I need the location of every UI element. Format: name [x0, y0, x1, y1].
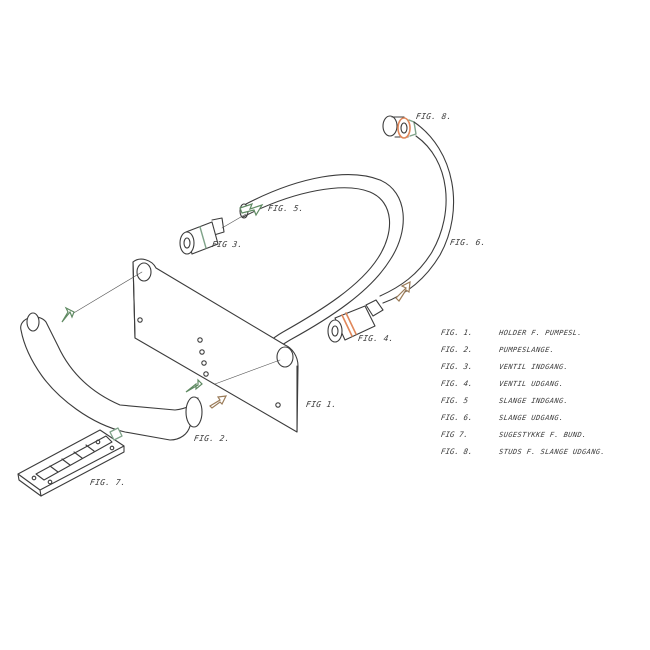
callout-fig2: FIG. 2. [193, 434, 231, 443]
inlet-hose-fig5 [239, 174, 404, 353]
legend-row: FIG. 6. SLANGE UDGANG. [440, 409, 641, 426]
legend-desc: SLANGE UDGANG. [498, 413, 565, 422]
arrow-pump-hose-inlet [185, 378, 203, 393]
suction-piece-fig7 [17, 427, 125, 497]
parts-legend: FIG. 1. HOLDER F. PUMPESL. FIG. 2. PUMPE… [440, 324, 641, 460]
legend-fig: FIG. 5 [440, 396, 469, 405]
legend-desc: HOLDER F. PUMPESL. [498, 328, 583, 337]
callout-fig6: FIG. 6. [449, 238, 487, 247]
legend-row: FIG. 5 SLANGE INDGANG. [440, 392, 641, 409]
arrow-outlet-hose [395, 280, 411, 302]
legend-fig: FIG. 3. [440, 362, 474, 371]
legend-fig: FIG. 4. [440, 379, 474, 388]
callout-fig7: FIG. 7. [89, 478, 127, 487]
legend-fig: FIG. 6. [440, 413, 474, 422]
outlet-stud-fig8 [382, 115, 417, 139]
legend-row: FIG 7. SUGESTYKKE F. BUND. [440, 426, 641, 443]
legend-row: FIG. 8. STUDS F. SLANGE UDGANG. [440, 443, 641, 460]
legend-desc: SLANGE INDGANG. [498, 396, 569, 405]
legend-fig: FIG. 1. [440, 328, 474, 337]
callout-fig1: FIG 1. [305, 400, 338, 409]
pump-hose-fig2 [20, 312, 203, 441]
legend-row: FIG. 2. PUMPESLANGE. [440, 341, 641, 358]
arrow-inlet-hose [239, 203, 264, 217]
holder-plate-fig1 [132, 258, 299, 433]
callout-fig4: FIG. 4. [357, 334, 395, 343]
arrow-pump-hose-end [61, 306, 75, 323]
legend-desc: VENTIL INDGANG. [498, 362, 569, 371]
legend-desc: STUDS F. SLANGE UDGANG. [498, 447, 606, 456]
legend-row: FIG. 3. VENTIL INDGANG. [440, 358, 641, 375]
legend-desc: SUGESTYKKE F. BUND. [498, 430, 588, 439]
outlet-valve-fig4 [327, 299, 384, 343]
construction-lines [71, 213, 281, 385]
legend-row: FIG. 1. HOLDER F. PUMPESL. [440, 324, 641, 341]
legend-row: FIG. 4. VENTIL UDGANG. [440, 375, 641, 392]
legend-fig: FIG. 8. [440, 447, 474, 456]
callout-fig5: FIG. 5. [267, 204, 305, 213]
legend-fig: FIG 7. [440, 430, 469, 439]
legend-desc: VENTIL UDGANG. [498, 379, 565, 388]
legend-desc: PUMPESLANGE. [498, 345, 555, 354]
arrow-holder [209, 395, 228, 409]
inlet-valve-fig3 [179, 217, 225, 255]
callout-fig8: FIG. 8. [415, 112, 453, 121]
legend-fig: FIG. 2. [440, 345, 474, 354]
outlet-hose-fig6 [379, 121, 455, 304]
callout-fig3: FIG 3. [211, 240, 244, 249]
